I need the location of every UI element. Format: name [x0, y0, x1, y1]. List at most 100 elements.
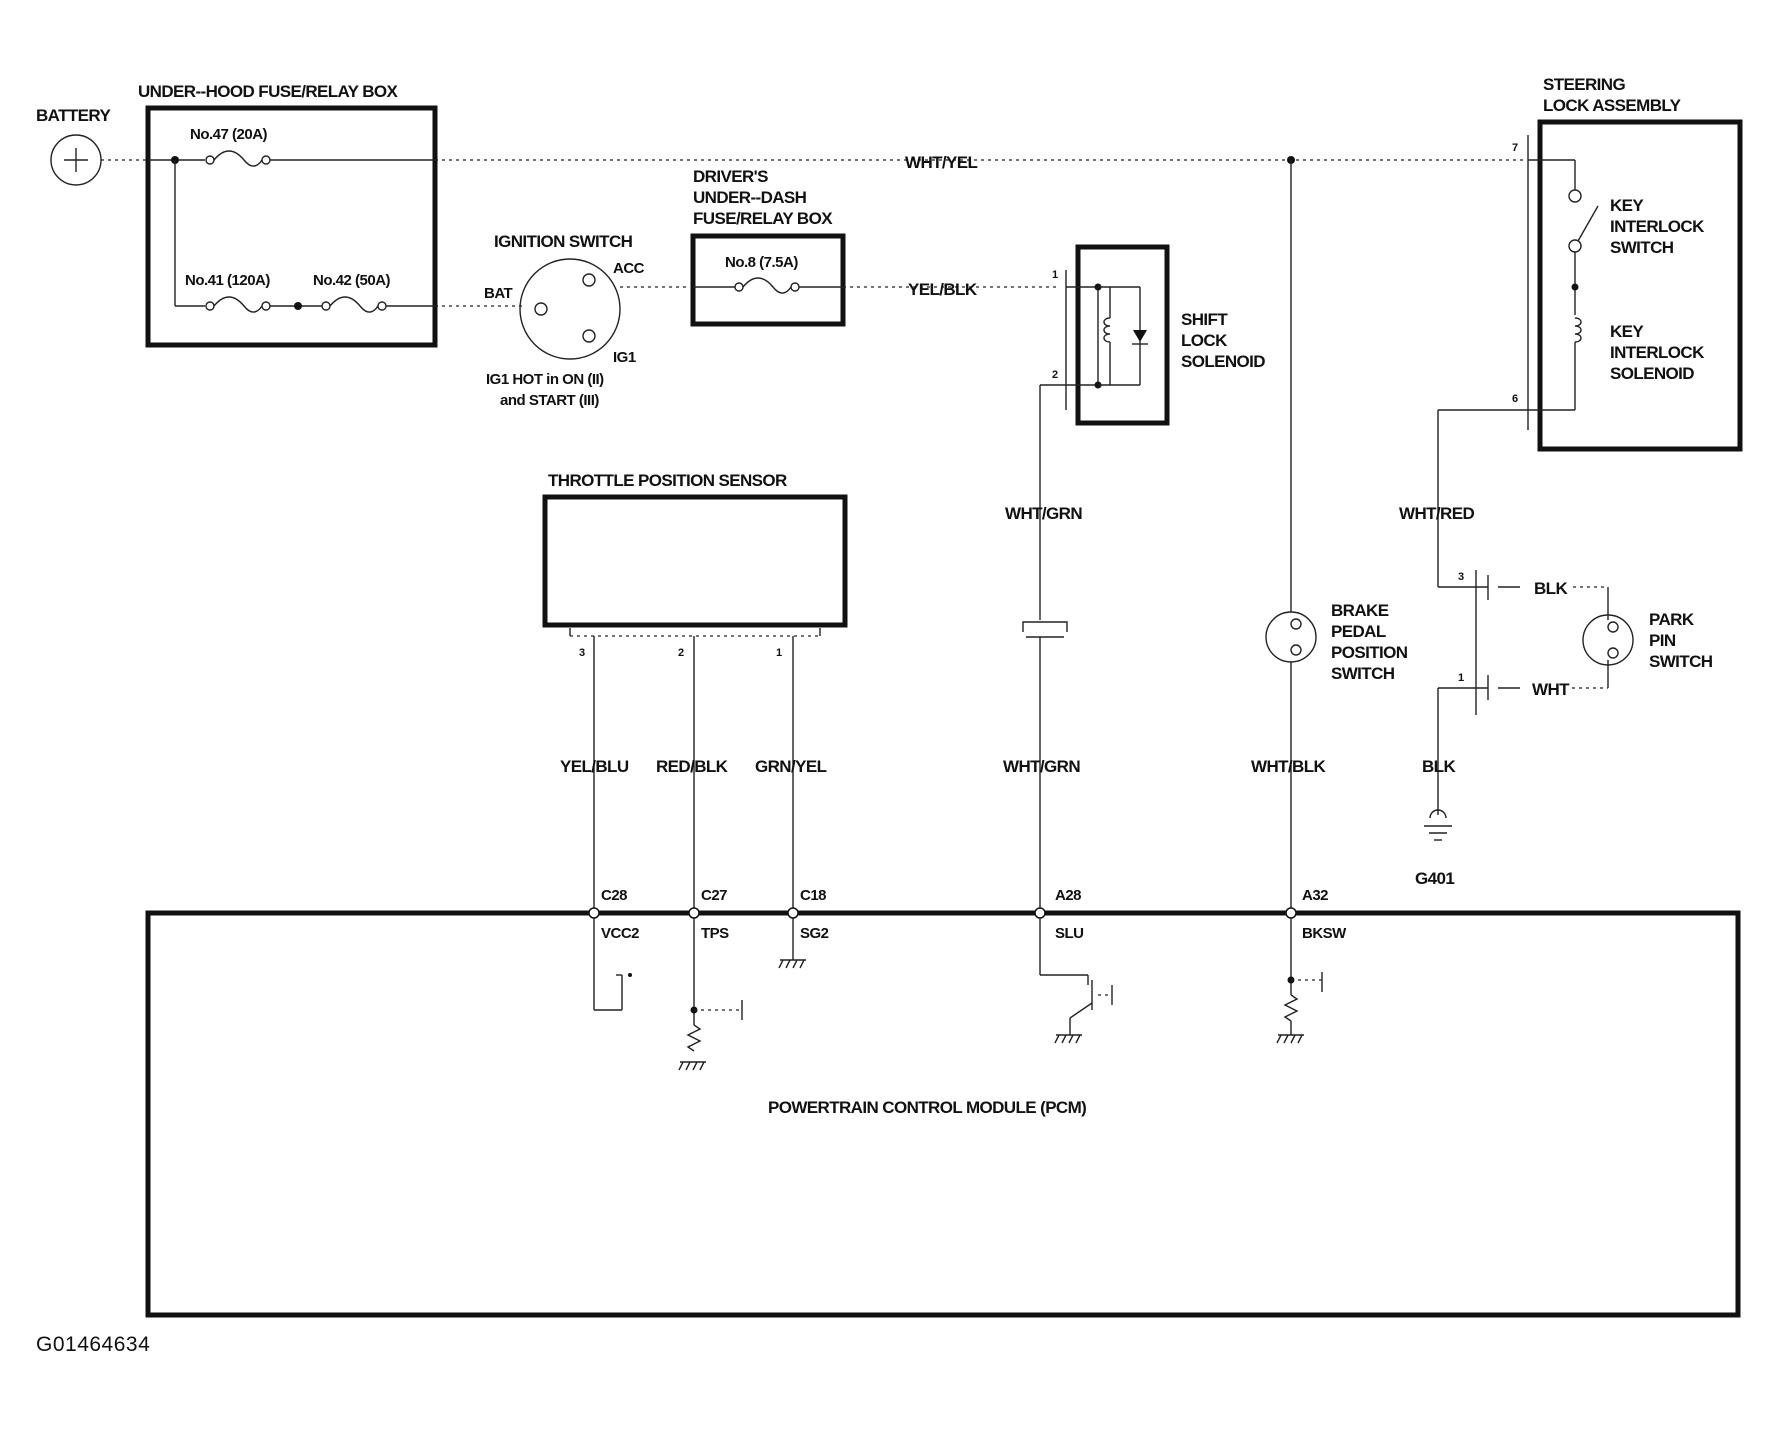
terminal-bksw: BKSW	[1302, 925, 1347, 942]
pin-7: 7	[1512, 142, 1518, 154]
ignition-note-2: and START (III)	[500, 392, 599, 409]
ignition-acc-label: ACC	[613, 260, 645, 277]
ignition-switch-label: IGNITION SWITCH	[494, 232, 633, 251]
key-solenoid-label-1: KEY	[1610, 322, 1644, 341]
fuse-42-label: No.42 (50A)	[313, 272, 391, 289]
key-switch-blade	[1577, 205, 1599, 242]
connector-symbol	[1022, 621, 1068, 632]
under-dash-fuse-box: DRIVER'S UNDER--DASH FUSE/RELAY BOX No.8…	[690, 167, 846, 327]
yel-blk-label: YEL/BLK	[908, 280, 978, 299]
shift-lock-box	[1075, 244, 1170, 426]
pcm-label: POWERTRAIN CONTROL MODULE (PCM)	[768, 1098, 1086, 1117]
terminal-vcc2: VCC2	[601, 925, 639, 942]
ignition-switch-body	[519, 258, 621, 360]
fuse-47-symbol	[205, 150, 271, 167]
wht-blk-label: WHT/BLK	[1251, 757, 1326, 776]
under-dash-label-2: UNDER--DASH	[693, 188, 807, 207]
battery-label: BATTERY	[36, 106, 111, 125]
terminal-a28: A28	[1055, 887, 1081, 904]
pin-3-tps: 3	[579, 647, 585, 659]
fuse-8-symbol	[734, 277, 800, 294]
park-pin-body	[1582, 614, 1634, 666]
fuse-41-symbol	[205, 296, 271, 313]
pcm-box	[145, 910, 1741, 1318]
tps-pull-resistor	[686, 1024, 702, 1052]
park-blk-label: BLK	[1534, 579, 1568, 598]
fuse-41-label: No.41 (120A)	[185, 272, 270, 289]
brake-label-4: SWITCH	[1331, 664, 1395, 683]
wht-grn-label-1: WHT/GRN	[1005, 504, 1082, 523]
blk-ground-label: BLK	[1422, 757, 1456, 776]
park-label-2: PIN	[1649, 631, 1676, 650]
terminal-slu: SLU	[1055, 925, 1084, 942]
battery: BATTERY	[36, 106, 112, 186]
key-switch-contact-top	[1568, 189, 1582, 203]
brake-switch-body	[1265, 611, 1317, 663]
red-blk-label: RED/BLK	[656, 757, 729, 776]
terminal-c28: C28	[601, 887, 627, 904]
park-wht-label: WHT	[1532, 680, 1570, 699]
ignition-note-1: IG1 HOT in ON (II)	[486, 371, 604, 388]
brake-label-3: POSITION	[1331, 643, 1408, 662]
pin-2-tps: 2	[678, 647, 684, 659]
shift-lock-label-1: SHIFT	[1181, 310, 1228, 329]
park-pin-switch: BLK WHT PARK PIN SWITCH	[1475, 570, 1713, 715]
ignition-ig1-label: IG1	[613, 349, 636, 366]
steering-lock-assembly: STEERING LOCK ASSEMBLY 7 6 KEY INTERLOCK…	[1512, 75, 1743, 452]
park-label-1: PARK	[1649, 610, 1695, 629]
terminal-c18: C18	[800, 887, 826, 904]
under-dash-label-3: FUSE/RELAY BOX	[693, 209, 833, 228]
brake-label-1: BRAKE	[1331, 601, 1389, 620]
terminal-tps: TPS	[701, 925, 729, 942]
under-hood-fuse-box: UNDER--HOOD FUSE/RELAY BOX No.47 (20A) N…	[138, 82, 438, 348]
terminal-sg2: SG2	[800, 925, 829, 942]
key-solenoid-label-2: INTERLOCK	[1610, 343, 1705, 362]
under-dash-box-outline	[690, 233, 846, 327]
shift-lock-label-3: SOLENOID	[1181, 352, 1265, 371]
wht-yel-label: WHT/YEL	[905, 153, 978, 172]
key-switch-label-1: KEY	[1610, 196, 1644, 215]
under-hood-box-label: UNDER--HOOD FUSE/RELAY BOX	[138, 82, 399, 101]
steering-label-2: LOCK ASSEMBLY	[1543, 96, 1682, 115]
yel-blu-label: YEL/BLU	[560, 757, 629, 776]
diode-symbol	[1133, 330, 1147, 342]
steering-label-1: STEERING	[1543, 75, 1625, 94]
terminal-a32: A32	[1302, 887, 1328, 904]
key-solenoid-label-3: SOLENOID	[1610, 364, 1694, 383]
ignition-switch: IGNITION SWITCH BAT ACC IG1 IG1 HOT in O…	[484, 232, 645, 409]
fuse-8-label: No.8 (7.5A)	[725, 254, 798, 271]
pin-1-tps: 1	[776, 647, 782, 659]
ground-g401-symbol	[1424, 809, 1452, 841]
shift-lock-solenoid: 1 2 SHIFT LOCK SOLENOID	[1052, 244, 1266, 426]
powertrain-control-module: C28 C27 C18 A28 A32 VCC2 TPS SG2 SLU BKS…	[145, 887, 1741, 1318]
grn-yel-label: GRN/YEL	[755, 757, 827, 776]
under-hood-box-outline	[145, 105, 438, 348]
pin-2-solenoid: 2	[1052, 369, 1058, 381]
fuse-47-label: No.47 (20A)	[190, 126, 268, 143]
ignition-bat-label: BAT	[484, 285, 513, 302]
tps-label: THROTTLE POSITION SENSOR	[548, 471, 787, 490]
wht-red-label: WHT/RED	[1399, 504, 1474, 523]
pin-3-park: 3	[1458, 571, 1464, 583]
key-switch-contact-bottom	[1568, 239, 1582, 253]
ground-label: G401	[1415, 869, 1454, 888]
pin-6: 6	[1512, 393, 1518, 405]
key-switch-label-3: SWITCH	[1610, 238, 1674, 257]
park-label-3: SWITCH	[1649, 652, 1713, 671]
tps-box	[542, 494, 848, 628]
key-solenoid-coil	[1574, 317, 1582, 343]
wht-grn-label-2: WHT/GRN	[1003, 757, 1080, 776]
steering-lock-box	[1537, 119, 1743, 452]
figure-code: G01464634	[36, 1333, 151, 1356]
fuse-42-symbol	[321, 296, 387, 313]
shift-lock-label-2: LOCK	[1181, 331, 1228, 350]
pin-1-solenoid: 1	[1052, 269, 1058, 281]
pin-1-park: 1	[1458, 672, 1464, 684]
terminal-c27: C27	[701, 887, 727, 904]
brake-pedal-position-switch: BRAKE PEDAL POSITION SWITCH	[1265, 601, 1408, 683]
bksw-pull-resistor	[1283, 994, 1299, 1022]
brake-label-2: PEDAL	[1331, 622, 1386, 641]
key-switch-label-2: INTERLOCK	[1610, 217, 1705, 236]
under-dash-label-1: DRIVER'S	[693, 167, 768, 186]
